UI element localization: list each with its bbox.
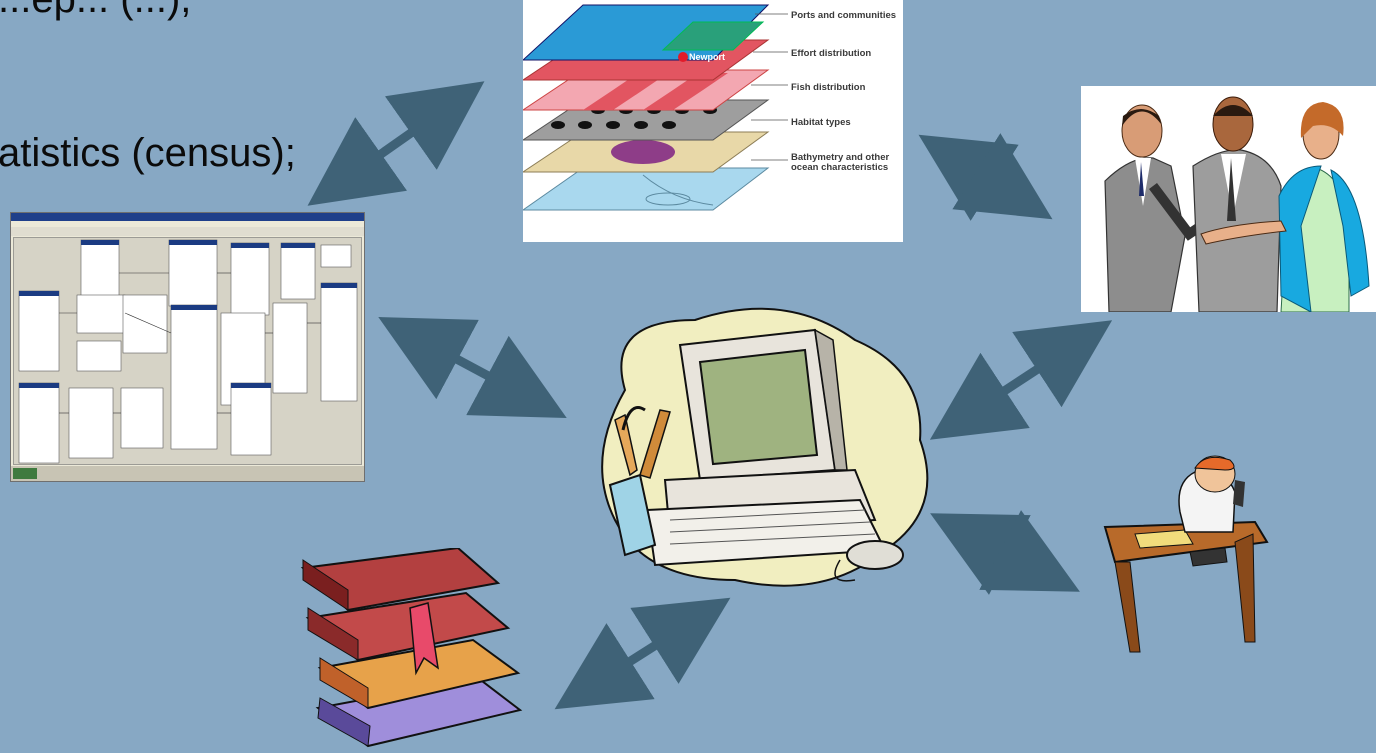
double-arrow-icon xyxy=(554,597,731,710)
books-icon xyxy=(300,548,523,748)
layer-label-fish: Fish distribution xyxy=(791,82,866,93)
layer-label-ocean: ocean characteristics xyxy=(791,162,888,173)
newport-label: Newport xyxy=(689,52,725,62)
bullet-text-line-1: ...ep... (...), xyxy=(0,0,191,22)
business-people-icon xyxy=(1104,96,1370,312)
business-people-panel xyxy=(1081,86,1376,312)
double-arrow-icon xyxy=(930,510,1080,595)
layer-label-bathymetry: Bathymetry and other xyxy=(791,152,889,163)
double-arrow-icon xyxy=(918,133,1053,221)
gis-layers-diagram: Newport Ports and communities Effort dis… xyxy=(523,0,903,242)
double-arrow-icon xyxy=(378,316,567,419)
gis-layers-icon: Newport Ports and communities Effort dis… xyxy=(523,4,896,211)
double-arrow-icon xyxy=(307,81,485,206)
layer-label-effort: Effort distribution xyxy=(791,48,871,59)
layer-label-habitat: Habitat types xyxy=(791,117,851,128)
double-arrow-icon xyxy=(929,320,1113,440)
database-schema-icon xyxy=(11,213,364,481)
desk-phone-person-icon xyxy=(1103,455,1269,653)
computer-icon xyxy=(601,307,929,587)
bullet-text-line-2: atistics (census); xyxy=(0,131,296,175)
layer-label-ports: Ports and communities xyxy=(791,10,896,21)
database-schema-window xyxy=(10,212,365,482)
